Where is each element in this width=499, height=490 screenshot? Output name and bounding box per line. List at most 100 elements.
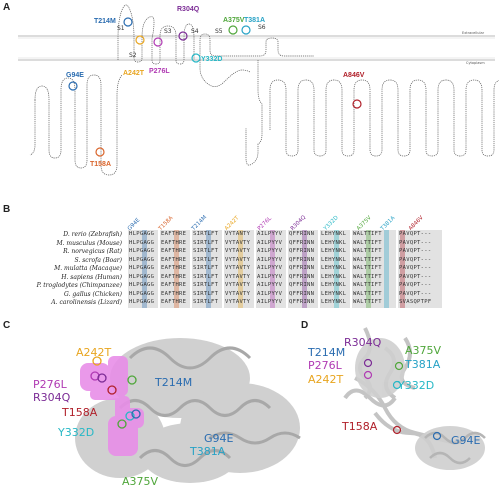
topology-diagram — [18, 4, 499, 176]
membrane-label-top: Extracellular — [462, 31, 485, 35]
aln-highlight — [238, 230, 243, 308]
alignment-sequence: WALTTIFT — [353, 239, 382, 246]
panel-c-letter: C — [3, 320, 11, 331]
alignment-sequence: SIRTLFT — [193, 299, 219, 305]
alignment-sequence: WALTTIFT — [353, 231, 382, 237]
segment-label-s1: S1 — [117, 25, 125, 32]
mutation-marker-t158a — [95, 147, 105, 157]
d-label-t158a: T158A — [342, 420, 378, 433]
aln-block — [256, 230, 286, 308]
aln-block — [224, 230, 254, 308]
label-r304q: R304Q — [177, 6, 200, 13]
alignment-sequence: QFFRINN — [289, 248, 315, 254]
alignment-sequence: QFFRINN — [289, 239, 315, 246]
alignment-sequence: PAVQPT--- — [399, 282, 432, 288]
aln-highlight — [334, 230, 339, 308]
alignment-sequence: PAVQPT--- — [399, 248, 432, 254]
alignment-sequence: SIRTLFT — [193, 290, 219, 297]
alignment-sequence: AILPYYV — [257, 265, 283, 271]
alignment-sequence: QFFRINN — [289, 282, 315, 288]
alignment-sequence: PAVQPT--- — [399, 256, 432, 263]
alignment-sequence: EAFTHRE — [161, 299, 187, 305]
aln-highlight — [366, 230, 371, 308]
mutation-marker-g94e — [68, 81, 78, 91]
segment-label-s2: S2 — [129, 52, 137, 59]
c-label-t158a: T158A — [62, 406, 98, 419]
alignment-sequence: LEHYNKL — [321, 282, 347, 288]
alignment-sequence: VYTAVTY — [225, 282, 251, 288]
alignment-sequence: LEHYNKL — [321, 290, 347, 297]
aln-block — [192, 230, 222, 308]
alignment-sequence: PAVQPT--- — [399, 290, 432, 297]
alignment-sequence: SIRTLFT — [193, 282, 219, 288]
alignment-sequence: VYTAVTY — [225, 273, 251, 280]
c-marker-r304q — [97, 373, 107, 383]
d-marker-p276l — [363, 370, 373, 380]
segment-label-s4: S4 — [191, 28, 199, 35]
alignment-sequence: PAVQPT--- — [399, 231, 432, 237]
segment-label-s6: S6 — [258, 24, 266, 31]
aln-block — [160, 230, 190, 308]
alignment-sequence: HLPGAGG — [129, 290, 155, 297]
alignment-sequence: EAFTHRE — [161, 282, 187, 288]
panel-d-letter: D — [301, 320, 309, 331]
alignment-sequence: HLPGAGG — [129, 239, 155, 246]
alignment-sequence: VYTANTY — [225, 231, 251, 237]
alignment-sequence: AILPYYV — [257, 239, 283, 246]
alignment-sequence: HLPGAGG — [129, 231, 155, 237]
alignment-sequence: WALTTIFT — [353, 299, 382, 305]
panel-b-letter: B — [3, 204, 11, 215]
alignment-sequence: EAFTHRE — [161, 239, 187, 246]
label-t158a: T158A — [90, 161, 112, 168]
alignment-sequence: QFFRINN — [289, 290, 315, 297]
alignment-sequence: SIRTLFT — [193, 248, 219, 254]
segment-label-s5: S5 — [215, 28, 223, 35]
d-label-t381a: T381A — [405, 358, 441, 371]
aln-highlight — [206, 230, 211, 308]
d-marker-y332d — [392, 380, 402, 390]
alignment-sequence: QFFRINN — [289, 299, 315, 305]
alignment-sequence: WALTTIFT — [353, 265, 382, 271]
alignment-sequence: LEHYNKL — [321, 231, 347, 237]
alignment-sequence: QFFRINN — [289, 231, 315, 237]
label-a375v: A375V — [223, 17, 245, 24]
alignment-sequence: EAFTHRE — [161, 265, 187, 271]
label-a846v: A846V — [343, 72, 365, 79]
label-p276l: P276L — [149, 68, 170, 75]
membrane-label-bottom: Cytoplasm — [466, 61, 485, 65]
alignment-sequence: EAFTHRE — [161, 290, 187, 297]
alignment-sequence: AILPYYV — [257, 273, 283, 280]
segment-label-s3: S3 — [164, 28, 172, 35]
d-label-a242t: A242T — [308, 373, 344, 386]
alignment-sequence: SIRTLFT — [193, 231, 219, 237]
c-marker-a242t — [92, 356, 102, 366]
label-a242t: A242T — [123, 70, 145, 77]
alignment-sequence: QFFRINN — [289, 256, 315, 263]
aln-highlight — [302, 230, 307, 308]
species-name: G. gallus (Chicken) — [64, 290, 122, 298]
species-name: P. troglodytes (Chimpanzee) — [36, 282, 122, 289]
alignment-sequence: AILPYYV — [257, 282, 283, 288]
alignment-sequence: WALTTIFT — [353, 282, 382, 288]
alignment-sequence: LEHYNKL — [321, 273, 347, 280]
species-name: R. norvegicus (Rat) — [63, 248, 122, 255]
alignment-sequence: WALTTIFT — [353, 248, 382, 254]
mutation-marker-t381a — [241, 25, 251, 35]
d-label-a375v: A375V — [405, 344, 442, 357]
mutation-marker-a242t — [135, 35, 145, 45]
d-label-t214m: T214M — [308, 346, 346, 359]
alignment-sequence: WALTTIFT — [353, 273, 382, 280]
mutation-marker-y332d — [191, 53, 201, 63]
c-label-g94e: G94E — [204, 432, 234, 445]
alignment-sequence: WALTTIFT — [353, 256, 382, 263]
species-name: H. sapiens (Human) — [61, 273, 122, 281]
alignment-sequence: HLPGAGG — [129, 248, 155, 254]
alignment-sequence: HLPGAGG — [129, 256, 155, 263]
alignment-sequence: EAFTHRE — [161, 248, 187, 254]
aln-block — [398, 230, 442, 308]
d-label-g94e: G94E — [451, 434, 481, 447]
label-t381a: T381A — [244, 17, 266, 24]
label-g94e: G94E — [66, 72, 84, 79]
aln-block — [288, 230, 318, 308]
alignment-sequence: SIRTLFT — [193, 239, 219, 246]
